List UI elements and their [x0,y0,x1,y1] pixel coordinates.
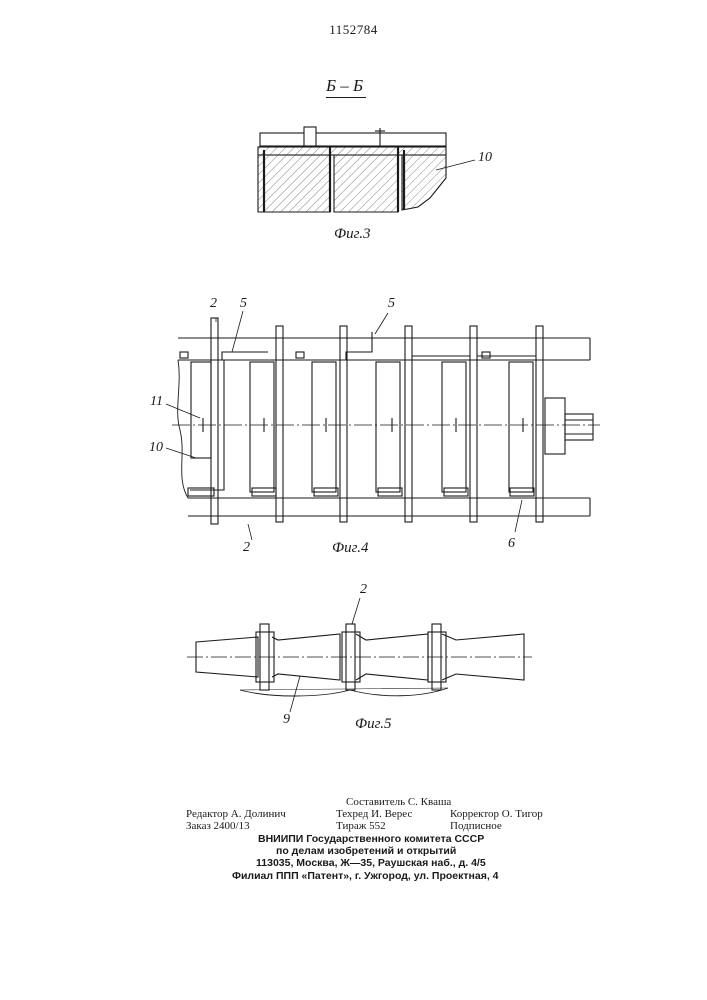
imprint-subscription: Подписное [450,820,502,833]
imprint-order: Заказ 2400/13 [186,820,250,833]
figure4-drawing [166,311,600,540]
fig4-callout-5-left: 5 [240,296,247,312]
fig4-callout-10: 10 [149,440,163,456]
imprint-circulation: Тираж 552 [336,820,386,833]
imprint-branch: Филиал ППП «Патент», г. Ужгород, ул. Про… [232,870,499,883]
figure3-drawing [258,127,475,212]
fig3-block-left [258,155,330,212]
fig3-bolt-head [304,127,316,146]
fig5-callout-2: 2 [360,582,367,598]
imprint-address: 113035, Москва, Ж—35, Раушская наб., д. … [256,857,486,870]
fig4-paddle [312,326,347,522]
figure5-drawing [187,598,532,712]
fig4-paddle [509,326,543,522]
fig5-callout-9: 9 [283,712,290,728]
fig3-callout-10: 10 [478,150,492,166]
fig4-callout-5-mid: 5 [388,296,395,312]
fig3-pad [258,147,446,155]
fig4-callout-11: 11 [150,394,163,410]
fig4-paddle [250,326,283,522]
fig4-paddle [376,326,412,522]
fig3-block-right [402,155,446,210]
fig4-caption: Фиг.4 [332,540,368,557]
fig5-caption: Фиг.5 [355,716,391,733]
fig4-paddle [442,326,477,522]
fig3-caption: Фиг.3 [334,226,370,243]
fig4-callout-6: 6 [508,536,515,552]
fig4-callout-2-top: 2 [210,296,217,312]
fig4-paddle [190,318,224,524]
fig4-callout-2-bottom: 2 [243,540,250,556]
fig3-top-plate [260,133,446,146]
fig3-block-mid [334,155,398,212]
